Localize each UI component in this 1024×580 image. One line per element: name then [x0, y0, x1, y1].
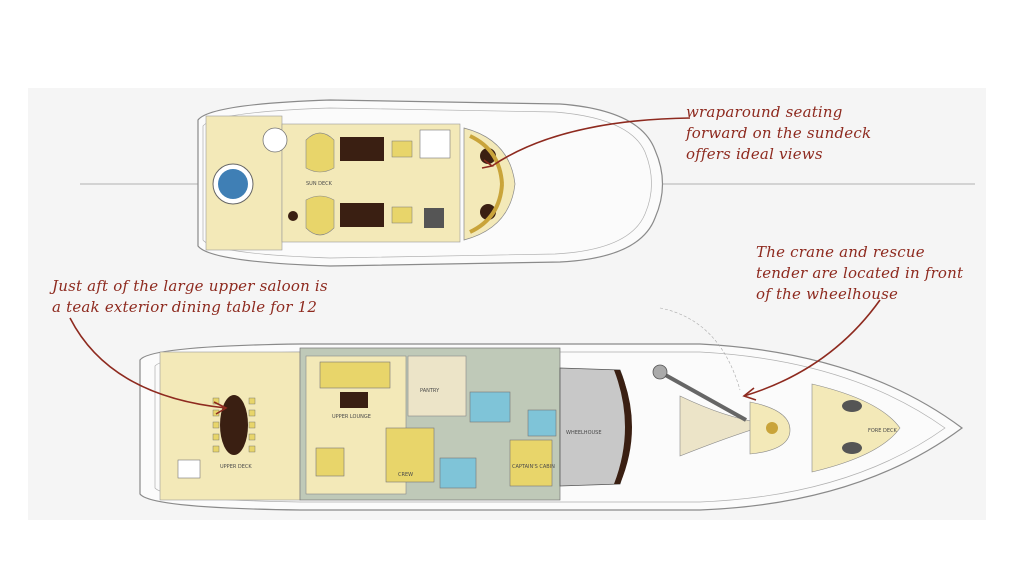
dining-annotation-line-2: a teak exterior dining table for 12	[52, 298, 318, 316]
dining-chairs	[212, 397, 256, 453]
wheelhouse-console	[614, 370, 632, 484]
crane-swing-arc	[659, 307, 741, 391]
crew-label: CREW	[398, 472, 414, 478]
sun-deck-grill	[424, 208, 444, 228]
wheelhouse-label: WHEELHOUSE	[566, 430, 602, 436]
sundeck-leader-arrow	[481, 159, 494, 169]
upper-deck-label: UPPER DECK	[220, 464, 252, 470]
dining-leader-line	[69, 317, 227, 409]
captains-cabin	[509, 439, 553, 487]
crane-base	[652, 364, 668, 380]
dining-leader-arrow	[213, 401, 228, 415]
sun-deck-label: SUN DECK	[306, 181, 332, 187]
anchor-winch	[842, 442, 862, 454]
table-dot	[288, 211, 298, 221]
crane-arm	[659, 370, 747, 422]
sundeck-leader-line	[491, 117, 691, 167]
aft-stairs	[177, 459, 201, 479]
captains-cabin-label: CAPTAIN'S CABIN	[512, 464, 555, 470]
dining-annotation: Just aft of the large upper saloon is a …	[52, 276, 328, 318]
crane-annotation-line-2: tender are located in front	[756, 264, 964, 282]
crane-leader-line	[743, 299, 881, 397]
anchor-winch	[842, 400, 862, 412]
pantry-label: PANTRY	[420, 388, 440, 394]
sun-deck-bar	[419, 129, 451, 159]
sun-deck-plan	[80, 99, 975, 267]
lounge-table	[340, 392, 368, 408]
wraparound-seat	[469, 134, 504, 185]
sun-deck-table-aft	[340, 137, 384, 161]
lounge-chair-set	[315, 447, 345, 477]
bathroom	[469, 391, 511, 423]
pantry	[407, 355, 467, 417]
forward-seating-area	[463, 127, 516, 241]
lounge-sofa	[319, 361, 391, 389]
sundeck-annotation-line-2: forward on the sundeck	[686, 124, 872, 142]
upper-deck-plan	[139, 307, 964, 511]
spiral-stair	[262, 127, 288, 153]
curved-lounger	[305, 195, 335, 236]
sun-deck-table-fwd	[340, 203, 384, 227]
sundeck-annotation-line-3: offers ideal views	[686, 145, 823, 163]
sundeck-annotation-line-1: wraparound seating	[686, 103, 843, 121]
crane-annotation: The crane and rescue tender are located …	[756, 242, 963, 305]
foredeck-label: FORE DECK	[868, 428, 897, 434]
jacuzzi-pool	[218, 169, 248, 199]
captains-bathroom	[527, 409, 557, 437]
crew-cabin	[385, 427, 435, 483]
crane-annotation-line-1: The crane and rescue	[756, 243, 925, 261]
dining-table-for-12	[220, 395, 248, 455]
dining-annotation-line-1: Just aft of the large upper saloon is	[52, 277, 328, 295]
crew-bathroom	[439, 457, 477, 489]
bow-table	[766, 422, 778, 434]
sun-deck-inner-line	[202, 107, 652, 259]
sundeck-annotation: wraparound seating forward on the sundec…	[686, 102, 871, 165]
sun-deck-chair	[391, 206, 413, 224]
curved-lounger	[305, 132, 335, 173]
upper-lounge-label: UPPER LOUNGE	[332, 414, 371, 420]
foredeck-area	[811, 383, 901, 473]
crane-annotation-line-3: of the wheelhouse	[756, 285, 899, 303]
crane-leader-arrow	[742, 387, 757, 401]
wraparound-seat	[469, 183, 504, 234]
sun-deck-chair	[391, 140, 413, 158]
